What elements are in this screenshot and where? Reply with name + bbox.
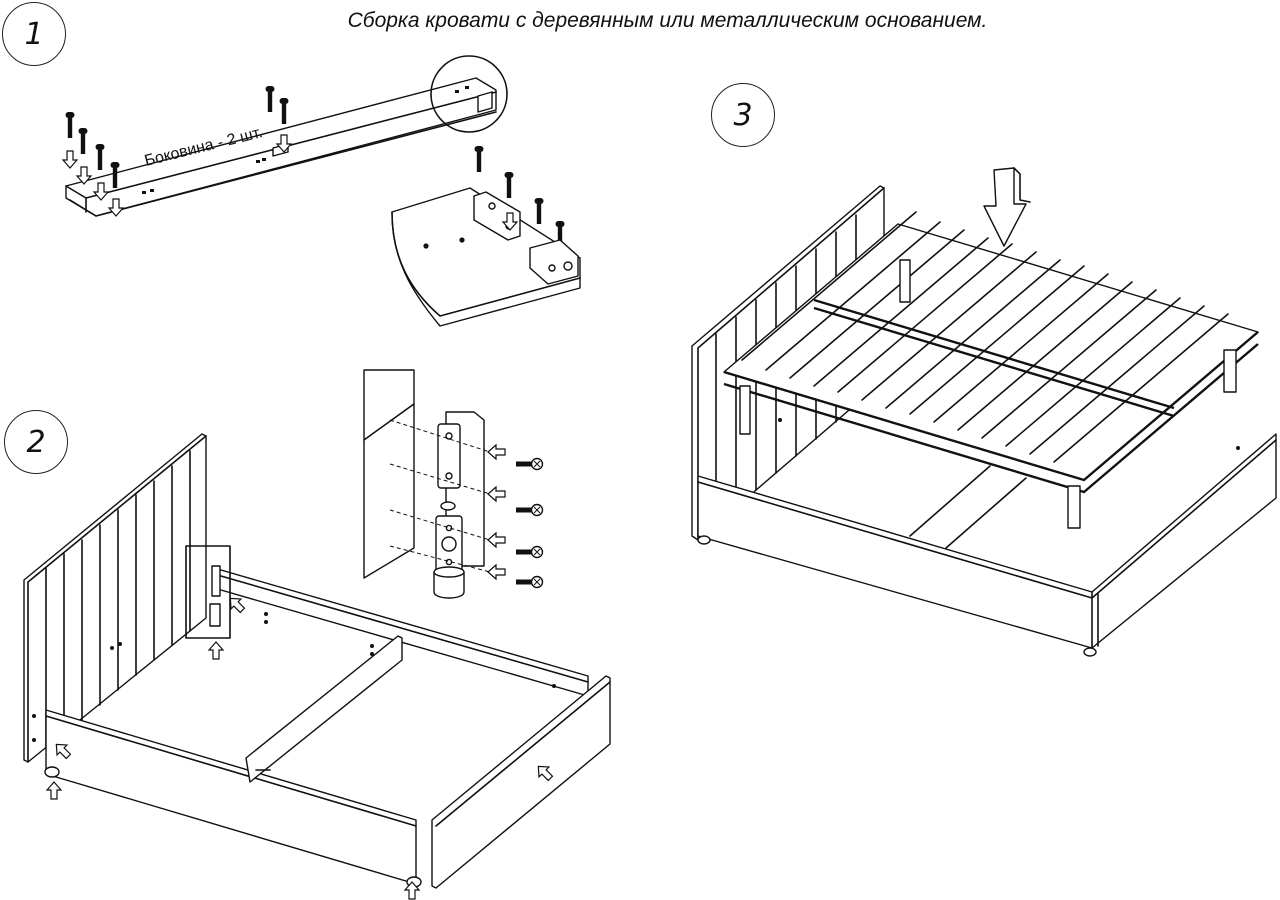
screw-icon xyxy=(515,575,544,589)
step-1-bracket-closeup xyxy=(391,187,581,327)
arrow-icon xyxy=(208,641,224,660)
step-1-corner-detail xyxy=(430,55,508,133)
step-2-badge: 2 xyxy=(4,410,68,474)
screw-icon xyxy=(279,98,289,124)
screw-icon xyxy=(515,503,544,517)
step-1-badge: 1 xyxy=(2,2,66,66)
step-3-arrow xyxy=(983,167,1031,247)
screw-icon xyxy=(65,112,75,138)
arrow-icon xyxy=(487,532,506,548)
step-2-leg-detail xyxy=(363,369,544,599)
screw-icon xyxy=(78,128,88,154)
step-2-headboard xyxy=(23,433,207,763)
screw-icon xyxy=(265,86,275,112)
screw-icon xyxy=(504,172,514,198)
arrow-icon xyxy=(487,564,506,580)
arrow-icon xyxy=(487,486,506,502)
step-3-slatted-base xyxy=(723,211,1259,529)
arrow-icon xyxy=(46,781,62,800)
screw-icon xyxy=(534,198,544,224)
screw-icon xyxy=(474,146,484,172)
arrow-icon xyxy=(983,167,1027,247)
step-2-frame xyxy=(44,545,611,889)
page-title: Сборка кровати с деревянным или металлич… xyxy=(347,9,988,32)
screw-icon xyxy=(95,144,105,170)
arrow-icon xyxy=(62,150,78,169)
screw-icon xyxy=(515,545,544,559)
arrow-icon xyxy=(487,444,506,460)
screw-icon xyxy=(515,457,544,471)
step-3-badge: 3 xyxy=(711,83,775,147)
